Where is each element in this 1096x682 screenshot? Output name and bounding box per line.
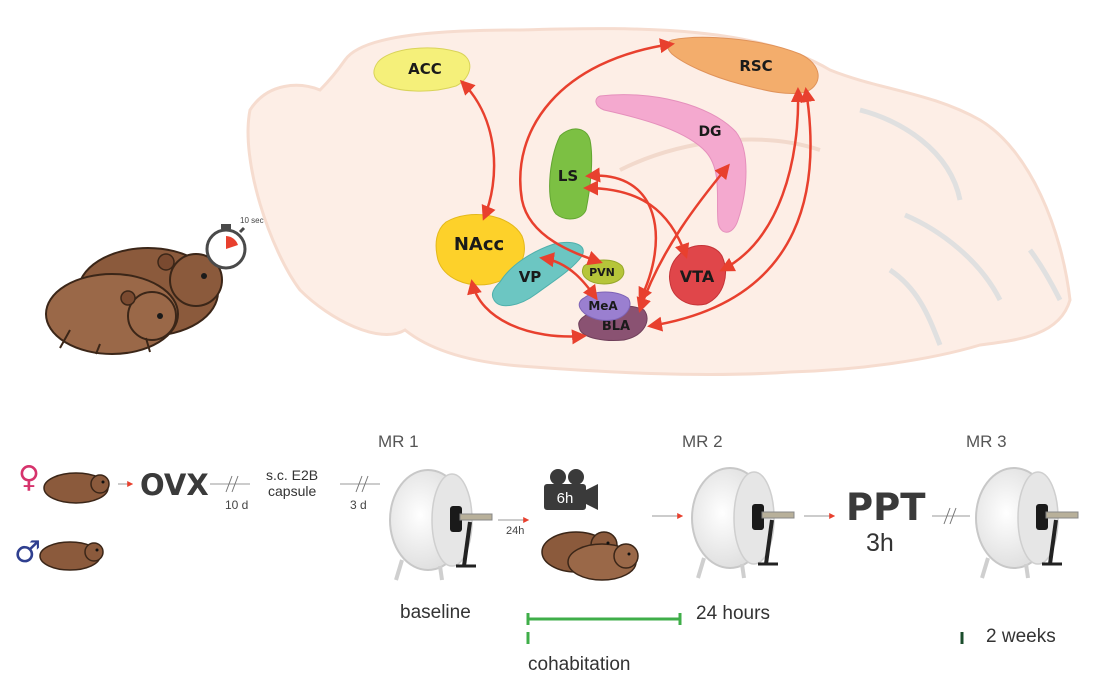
gap-3-label: 24h: [506, 525, 524, 537]
connections: [459, 38, 816, 345]
running-wheel-2-icon: [691, 467, 795, 579]
rsc-pvn-connection: [519, 38, 675, 266]
mr3-label: MR 3: [966, 432, 1007, 451]
female-symbol: ♀: [18, 460, 40, 495]
mr2-label: MR 2: [682, 432, 723, 451]
pvn-label: PVN: [589, 266, 615, 279]
duration-bar-24h: [526, 613, 682, 625]
running-wheel-3-icon: [975, 467, 1079, 579]
stopwatch-icon: 10 sec: [205, 216, 264, 270]
duration-2w-label: 2 weeks: [986, 626, 1056, 647]
vta-label: VTA: [680, 267, 715, 286]
male-symbol: ♂: [14, 535, 41, 570]
ppt-label: PPT: [846, 486, 926, 529]
break-1-icon: [210, 475, 250, 493]
gap-1-label: 10 d: [225, 498, 248, 512]
dg-label: DG: [698, 124, 721, 140]
nacc-bla-connection: [467, 279, 587, 345]
nacc-label: NAcc: [454, 234, 504, 255]
region-ls: LS: [549, 128, 593, 220]
timeline: ♀ ♂ OVX 10 d s.c. E2B capsule 3: [14, 432, 1079, 675]
acc-label: ACC: [408, 60, 442, 78]
running-wheel-1-icon: [389, 469, 493, 581]
male-vole-icon: [39, 541, 104, 571]
cohabitation-label: cohabitation: [528, 654, 630, 675]
video-camera-icon: 6h: [544, 469, 598, 510]
break-2-icon: [340, 475, 380, 493]
vole-pair-illustration: [45, 247, 223, 355]
cohabiting-pair-icon: [541, 531, 639, 581]
camera-hours-label: 6h: [557, 490, 574, 507]
ls-label: LS: [558, 167, 578, 185]
duration-bar-2w: [526, 632, 964, 644]
break-3-icon: [932, 507, 970, 525]
injection-line2: capsule: [268, 483, 316, 499]
brain-outline: [246, 27, 1072, 376]
region-acc: ACC: [373, 47, 471, 92]
female-vole-icon: [43, 472, 110, 504]
gap-2-label: 3 d: [350, 498, 367, 512]
vp-mea-connection: [539, 252, 598, 301]
acc-nacc-connection: [459, 79, 496, 221]
baseline-label: baseline: [400, 602, 471, 623]
mea-label: MeA: [588, 299, 618, 313]
rsc-label: RSC: [739, 57, 772, 75]
vp-label: VP: [519, 268, 542, 286]
ls-bla-connection: [585, 167, 658, 303]
injection-line1: s.c. E2B: [266, 467, 318, 483]
bla-label: BLA: [602, 319, 630, 334]
region-pvn: PVN: [582, 259, 625, 285]
ppt-duration-label: 3h: [866, 529, 894, 557]
timer-label: 10 sec: [240, 216, 264, 225]
ovx-label: OVX: [140, 468, 209, 502]
duration-24h-label: 24 hours: [696, 603, 770, 624]
mr1-label: MR 1: [378, 432, 419, 451]
